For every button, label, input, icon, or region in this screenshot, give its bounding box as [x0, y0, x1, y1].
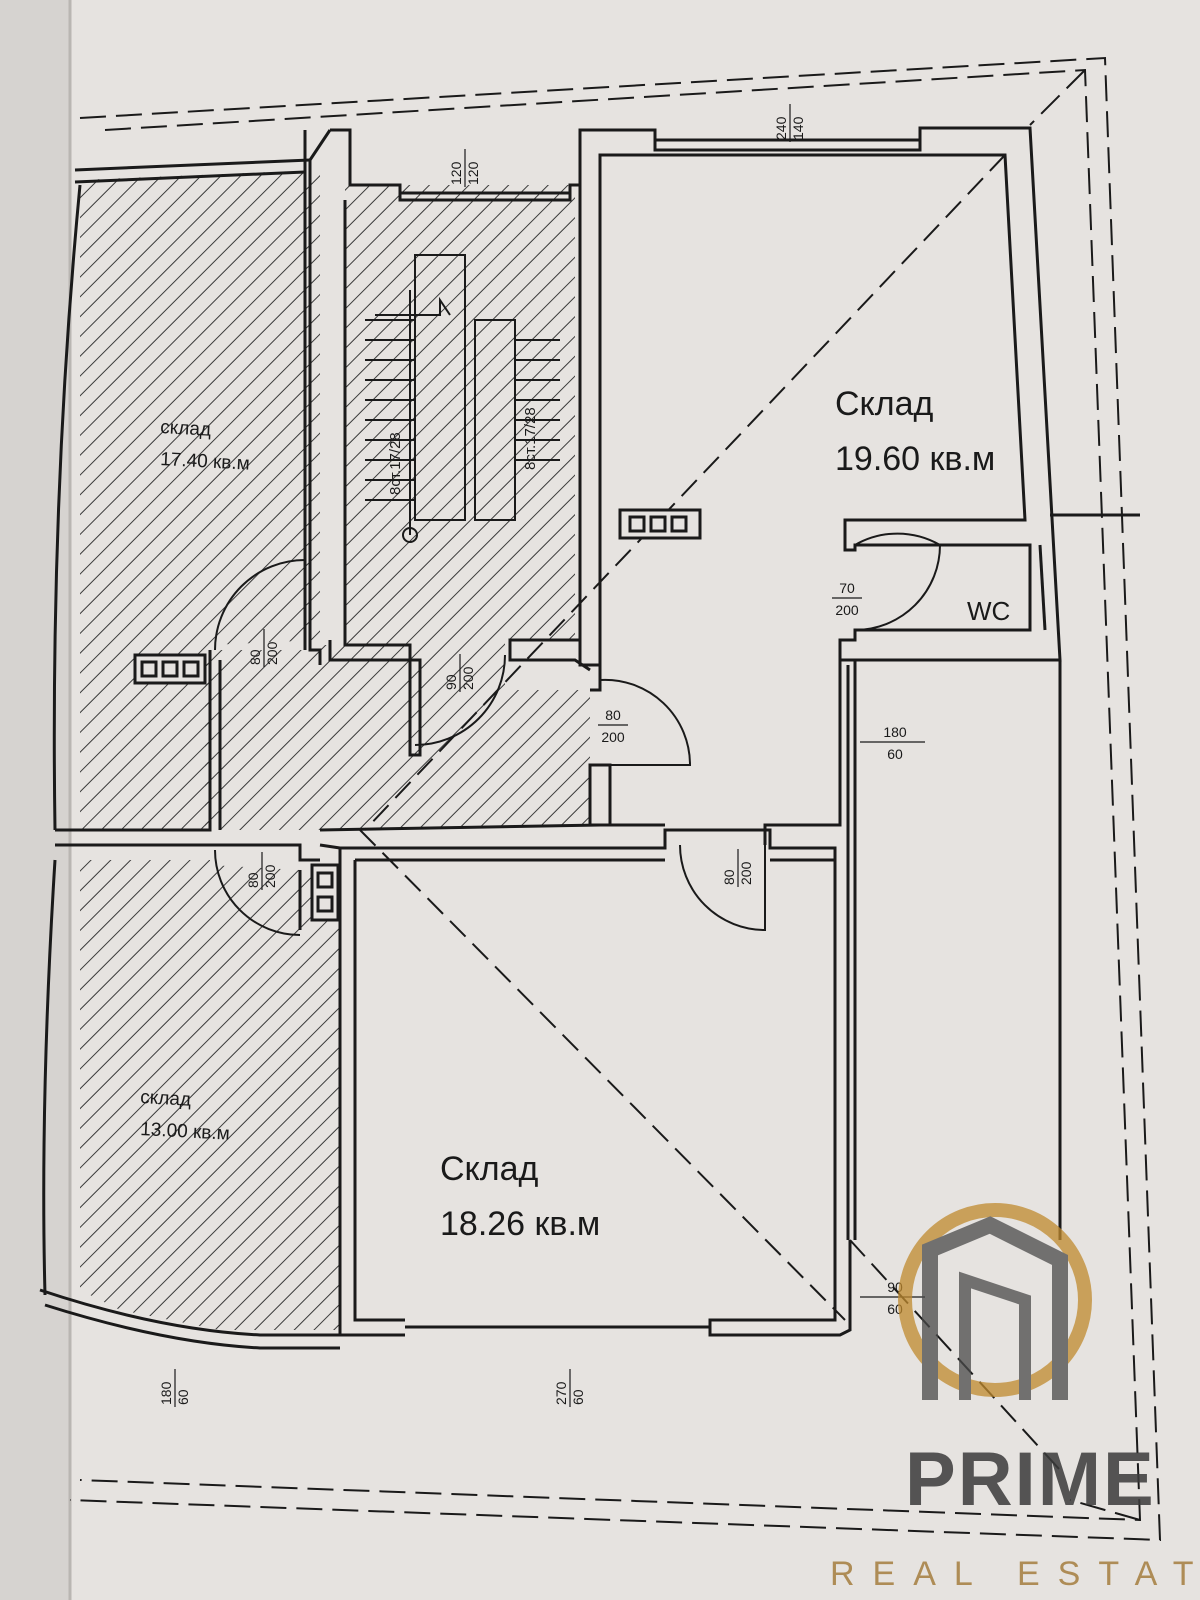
svg-text:60: 60: [175, 1389, 191, 1405]
dim-door-hall: 80 200: [598, 707, 628, 745]
door-swings: [214, 532, 942, 936]
svg-text:180: 180: [883, 724, 907, 740]
room-area-store-sw: 13.00 кв.м: [140, 1119, 231, 1145]
dimension-labels: 70 200 80 200 180 60 90 60 240 140 120: [158, 104, 925, 1407]
room-name-wc: WC: [967, 596, 1010, 626]
svg-text:80: 80: [605, 707, 621, 723]
svg-text:200: 200: [835, 602, 859, 618]
room-area-store-nw: 17.40 кв.м: [160, 449, 251, 475]
svg-text:70: 70: [839, 580, 855, 596]
dim-window-bottom-left: 180 60: [158, 1369, 191, 1407]
svg-text:90: 90: [887, 1279, 903, 1295]
svg-text:200: 200: [601, 729, 625, 745]
svg-text:200: 200: [264, 641, 280, 665]
svg-text:60: 60: [887, 746, 903, 762]
room-area-store-se: 18.26 кв.м: [440, 1205, 600, 1243]
svg-text:200: 200: [738, 861, 754, 885]
diagonal-lines: [359, 154, 1061, 1471]
room-area-store-ne: 19.60 кв.м: [835, 440, 995, 478]
dim-window-stair: 120 120: [448, 149, 481, 187]
room-name-store-ne: Склад: [835, 385, 934, 423]
svg-text:240: 240: [773, 116, 789, 140]
dim-door-west-upper: 80 200: [247, 629, 280, 667]
staircase: [365, 254, 560, 543]
svg-text:90: 90: [443, 674, 459, 690]
svg-text:180: 180: [158, 1381, 174, 1405]
svg-text:60: 60: [887, 1301, 903, 1317]
room-name-store-sw: склад: [140, 1087, 192, 1111]
dim-door-wc: 70 200: [832, 580, 862, 618]
svg-text:200: 200: [460, 666, 476, 690]
dim-door-stair: 90 200: [443, 654, 476, 692]
svg-text:60: 60: [570, 1389, 586, 1405]
svg-text:80: 80: [247, 649, 263, 665]
room-name-store-se: Склад: [440, 1150, 539, 1188]
svg-text:140: 140: [790, 116, 806, 140]
dim-window-top: 240 140: [773, 104, 806, 142]
ventilation-ducts: [133, 508, 702, 922]
svg-text:200: 200: [262, 864, 278, 888]
dim-window-bottom-mid: 270 60: [553, 1369, 586, 1407]
room-labels: Склад 19.60 кв.м Склад 18.26 кв.м склад …: [140, 385, 1011, 1243]
dim-door-store-se: 80 200: [721, 849, 754, 887]
svg-text:270: 270: [553, 1381, 569, 1405]
svg-text:80: 80: [721, 869, 737, 885]
svg-text:80: 80: [245, 872, 261, 888]
plot-boundary: [69, 56, 1162, 1542]
dim-window-east-upper: 180 60: [860, 724, 925, 762]
svg-text:120: 120: [465, 161, 481, 185]
stair-label-left: 8ст.17/28: [387, 432, 404, 495]
stair-treads: [365, 319, 560, 501]
room-name-store-nw: склад: [160, 417, 212, 441]
svg-text:120: 120: [448, 161, 464, 185]
dim-door-west-lower: 80 200: [245, 852, 278, 890]
stair-labels: 8ст.17/28 8ст.17/28: [387, 407, 539, 495]
stair-label-right: 8ст.17/28: [522, 407, 539, 470]
